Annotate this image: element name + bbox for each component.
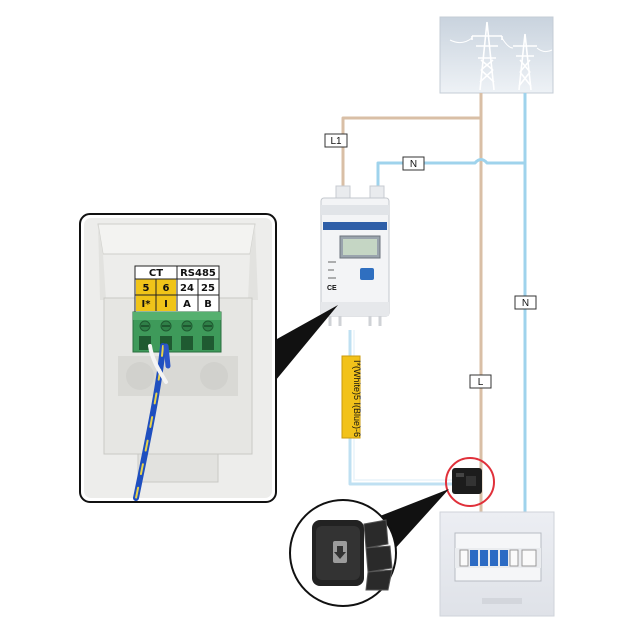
terminal-sig-istar: I*: [142, 299, 152, 310]
energy-meter: CE: [321, 186, 389, 326]
terminal-table: CT RS485 5 6 24 25 I* I A B: [135, 266, 219, 312]
tag-l1: L1: [325, 134, 347, 147]
svg-text:CE: CE: [327, 285, 337, 292]
grid-box: [440, 17, 553, 93]
terminal-sig-i: I: [164, 299, 168, 310]
terminal-num-24: 24: [180, 283, 194, 294]
tag-n-right: N: [515, 296, 536, 309]
terminal-num-5: 5: [143, 283, 150, 294]
tag-l1-text: L1: [330, 136, 342, 147]
neutral-wire: [378, 93, 525, 520]
meter-pointer: [268, 305, 338, 386]
terminal-num-25: 25: [201, 283, 215, 294]
tag-n-right-text: N: [522, 298, 529, 309]
terminal-sig-b: B: [204, 299, 212, 310]
terminal-num-6: 6: [163, 283, 170, 294]
ct-signal-cable: [350, 330, 452, 484]
distribution-panel: [440, 512, 554, 616]
ct-cable-label: I*(White)5 I(Blue)-6: [342, 356, 362, 438]
tag-n-top-text: N: [410, 159, 417, 170]
terminal-header-rs485: RS485: [180, 268, 216, 279]
ct-cable-label-text: I*(White)5 I(Blue)-6: [352, 360, 362, 437]
tag-l-right: L: [470, 375, 491, 388]
ct-closeup: [290, 500, 396, 606]
tag-l-right-text: L: [478, 377, 484, 388]
arrow-down-icon: [333, 541, 347, 563]
terminal-header-ct: CT: [149, 268, 163, 279]
tag-n-top: N: [403, 157, 424, 170]
terminal-inset: CT RS485 5 6 24 25 I* I A B: [80, 214, 276, 502]
terminal-sig-a: A: [183, 299, 191, 310]
ct-clamp: [452, 468, 482, 494]
terminal-block: [133, 312, 221, 352]
